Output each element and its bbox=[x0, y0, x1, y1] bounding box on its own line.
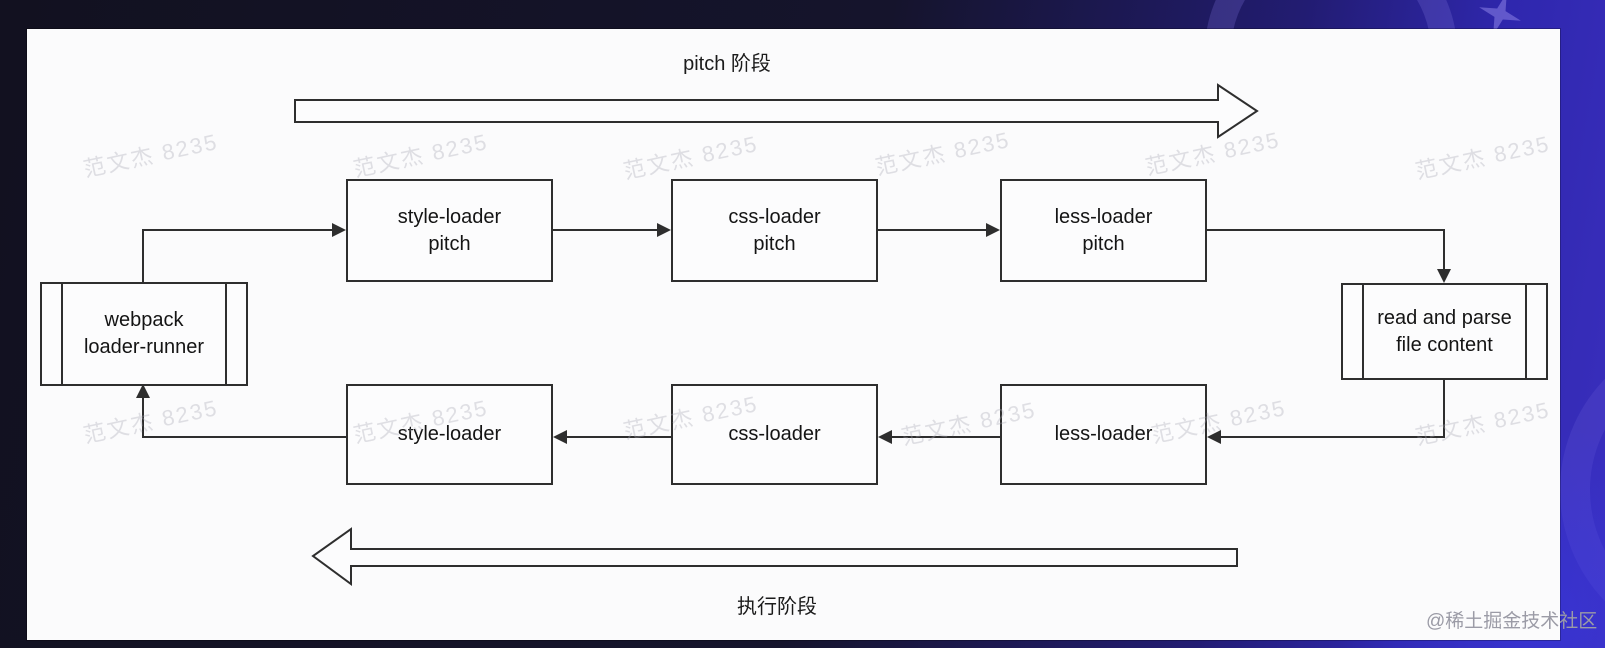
node-style-loader: style-loader bbox=[346, 384, 553, 485]
execute-phase-arrow bbox=[311, 527, 1238, 586]
node-less-loader-pitch: less-loader pitch bbox=[1000, 179, 1207, 282]
arrowhead bbox=[1207, 430, 1221, 444]
node-css-loader-pitch: css-loader pitch bbox=[671, 179, 878, 282]
arrowhead bbox=[1437, 269, 1451, 283]
node-label: css-loader pitch bbox=[728, 205, 821, 255]
node-label: style-loader pitch bbox=[397, 205, 502, 255]
arrowhead bbox=[878, 430, 892, 444]
node-label: webpack loader-runner bbox=[83, 309, 205, 358]
node-webpack-loader-runner: webpack loader-runner bbox=[40, 282, 248, 386]
subroutine-bar bbox=[225, 283, 227, 385]
juejin-community-watermark: @稀土掘金技术社区 bbox=[1426, 611, 1598, 632]
execute-phase-label: 执行阶段 bbox=[737, 596, 817, 618]
arrowhead bbox=[657, 223, 671, 237]
node-less-loader: less-loader bbox=[1000, 384, 1207, 485]
node-label: read and parse file content bbox=[1377, 306, 1512, 356]
arrowhead bbox=[136, 384, 150, 398]
node-read-and-parse-file-content: read and parse file content bbox=[1341, 283, 1548, 380]
node-label: less-loader pitch bbox=[1054, 205, 1153, 255]
arrowhead bbox=[553, 430, 567, 444]
subroutine-bar bbox=[1525, 284, 1527, 379]
arrowhead bbox=[986, 223, 1000, 237]
pitch-phase-label: pitch 阶段 bbox=[683, 53, 771, 75]
node-css-loader: css-loader bbox=[671, 384, 878, 485]
diagram-canvas bbox=[27, 29, 1560, 640]
subroutine-bar bbox=[1362, 284, 1364, 379]
node-label: style-loader bbox=[397, 423, 502, 445]
node-label: css-loader bbox=[728, 423, 821, 445]
node-label: less-loader bbox=[1054, 423, 1153, 445]
subroutine-bar bbox=[61, 283, 63, 385]
arrowhead bbox=[332, 223, 346, 237]
pitch-phase-arrow bbox=[294, 83, 1259, 139]
node-style-loader-pitch: style-loader pitch bbox=[346, 179, 553, 282]
